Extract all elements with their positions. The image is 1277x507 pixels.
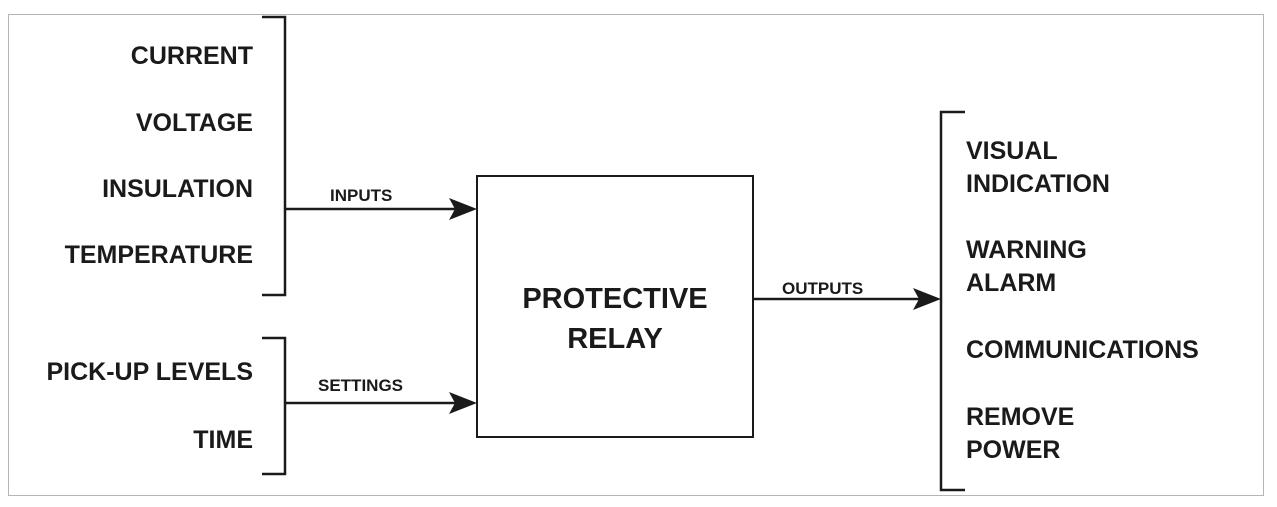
output-visual-indication: VISUAL INDICATION xyxy=(966,137,1110,198)
settings-arrow-label: SETTINGS xyxy=(318,376,404,395)
inputs-arrow-label: INPUTS xyxy=(330,186,393,205)
inputs-bracket xyxy=(262,15,287,297)
input-current: CURRENT xyxy=(130,42,253,70)
relay-title-line2: RELAY xyxy=(567,323,663,355)
setting-pick-up-levels: PICK-UP LEVELS xyxy=(46,358,253,386)
output-warning-alarm: WARNING ALARM xyxy=(966,236,1087,297)
setting-time: TIME xyxy=(193,426,253,454)
settings-bracket xyxy=(262,336,287,476)
input-voltage: VOLTAGE xyxy=(135,109,253,137)
output-communications: COMMUNICATIONS xyxy=(966,336,1199,364)
relay-box xyxy=(476,175,754,438)
output-remove-power: REMOVE POWER xyxy=(966,403,1075,464)
outputs-bracket xyxy=(939,110,965,492)
settings-arrowhead xyxy=(449,392,477,414)
input-temperature: TEMPERATURE xyxy=(64,241,253,269)
inputs-arrowhead xyxy=(449,198,477,220)
relay-title-line1: PROTECTIVE xyxy=(522,283,708,315)
diagram-frame xyxy=(8,14,1264,496)
outputs-arrowhead xyxy=(913,288,941,310)
outputs-arrow-label: OUTPUTS xyxy=(782,279,864,298)
input-insulation: INSULATION xyxy=(102,175,253,203)
